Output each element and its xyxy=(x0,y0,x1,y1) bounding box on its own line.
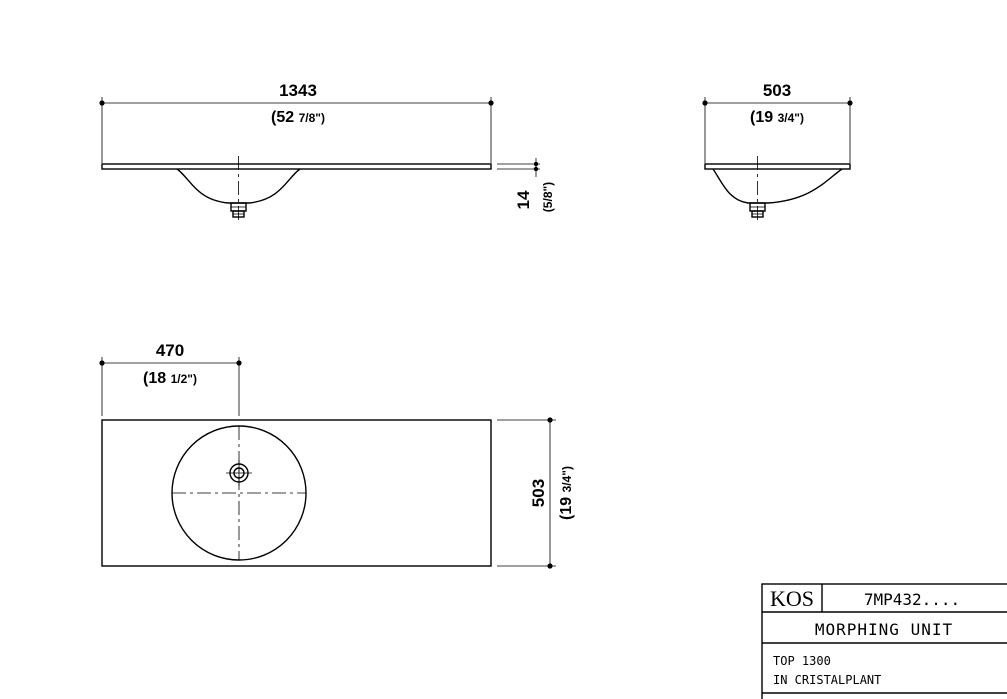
countertop-slab-front xyxy=(101,163,492,170)
plan-depth-inches: (19 3/4") xyxy=(558,466,575,520)
countertop-plan-outline xyxy=(101,419,492,567)
product-note-line-1: TOP 1300 xyxy=(773,654,831,668)
title-block: KOS 7MP432.... MORPHING UNIT TOP 1300 IN… xyxy=(761,583,1007,699)
product-code: 7MP432.... xyxy=(864,590,960,609)
countertop-slab-side xyxy=(704,163,851,170)
side-basin-profile-right xyxy=(767,168,843,204)
bowl-offset-mm: 470 xyxy=(156,341,184,360)
side-view: 503 (19 3/4") xyxy=(702,81,853,220)
width-dim-terminator-left xyxy=(99,100,105,106)
front-width-inches: (52 7/8") xyxy=(271,109,325,126)
thickness-mm: 14 xyxy=(514,190,533,209)
side-depth-inches: (19 3/4") xyxy=(750,109,804,126)
front-width-mm: 1343 xyxy=(279,81,317,100)
title-block-frame xyxy=(761,583,1007,699)
side-depth-mm: 503 xyxy=(763,81,791,100)
front-view: 1343 (52 7/8") 14 (5/8") xyxy=(99,81,555,220)
plan-view: 470 (18 1/2") 503 (19 3/4") xyxy=(99,341,575,569)
basin-profile-left xyxy=(176,168,229,204)
product-title: MORPHING UNIT xyxy=(815,620,953,639)
plan-depth-mm: 503 xyxy=(529,479,548,507)
width-dim-terminator-right xyxy=(488,100,494,106)
side-basin-profile-left xyxy=(712,168,749,204)
basin-profile-right xyxy=(248,168,301,204)
bowl-offset-inches: (18 1/2") xyxy=(143,370,197,387)
brand-logo: KOS xyxy=(770,586,814,611)
product-note-line-2: IN CRISTALPLANT xyxy=(773,673,881,687)
thickness-inches: (5/8") xyxy=(541,182,555,212)
